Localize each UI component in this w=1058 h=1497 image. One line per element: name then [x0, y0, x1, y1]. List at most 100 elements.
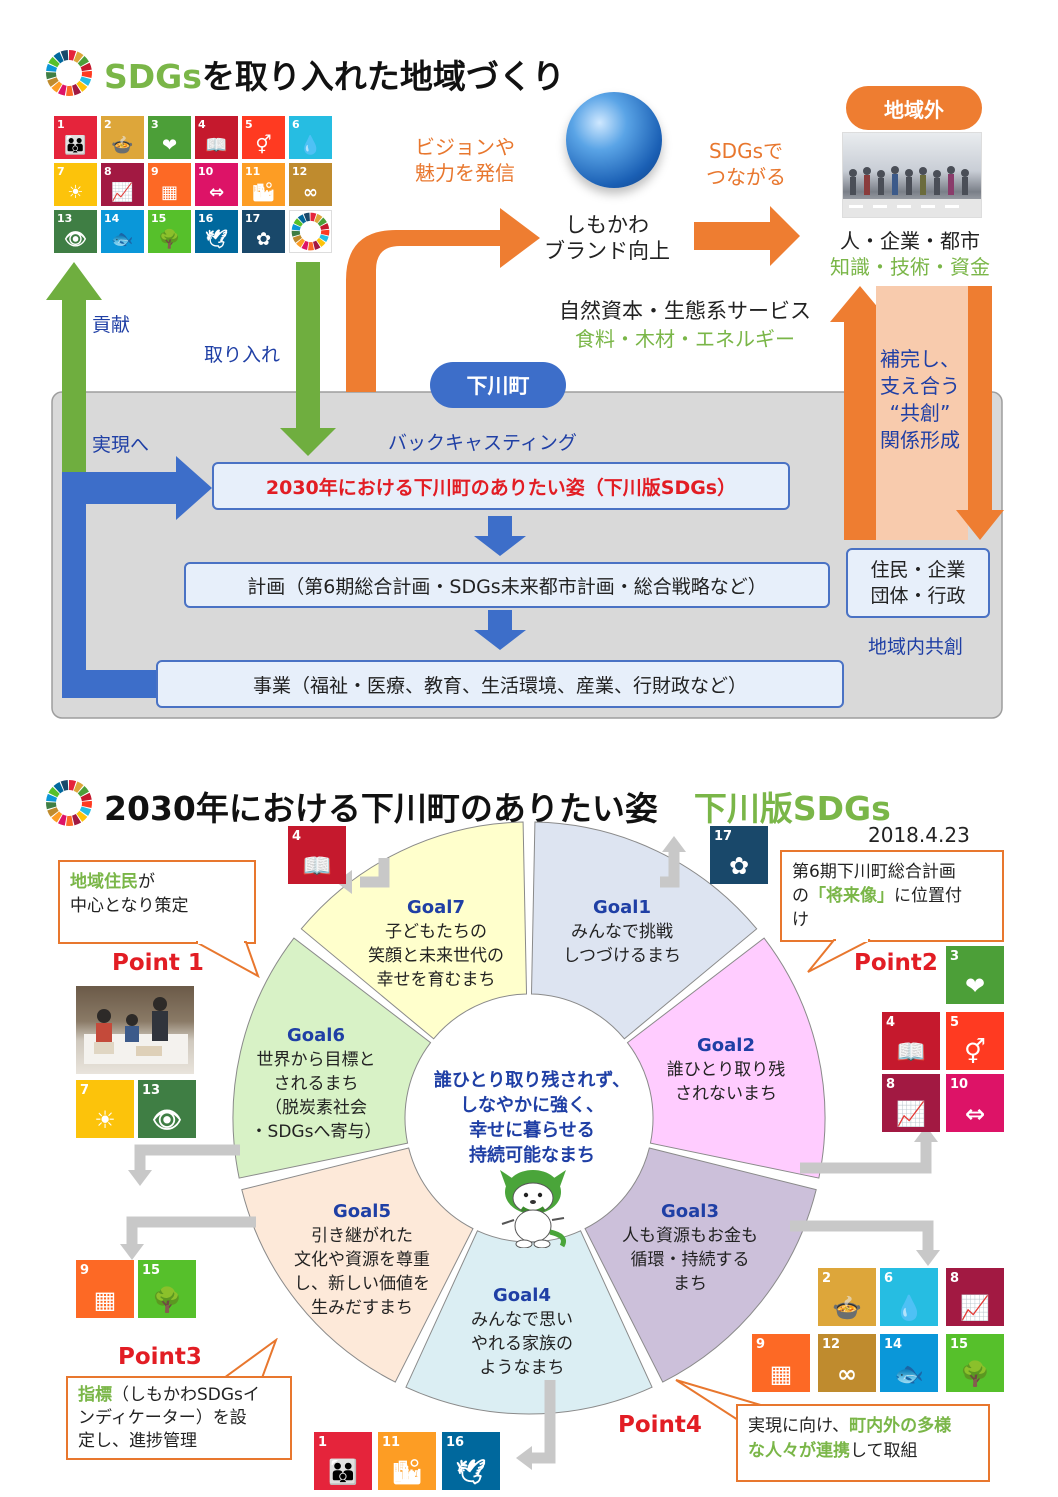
book-icon: 📖 — [205, 135, 228, 156]
sdg-number: 8 — [886, 1077, 896, 1092]
sdg-goal-4-icon: 4📖 — [288, 826, 346, 884]
goal-3-segment — [584, 1147, 817, 1383]
date-label: 2018.4.23 — [868, 823, 970, 847]
sdg-goal-4-icon: 4📖 — [882, 1012, 940, 1070]
wheel-segment — [77, 56, 89, 67]
wheel-segment — [303, 212, 310, 222]
connect-arrow — [694, 206, 800, 266]
tree-icon: 🌳 — [158, 229, 181, 250]
global-label: ビジョンや 魅力を発信 — [415, 135, 515, 185]
wheel-segment — [72, 814, 82, 826]
growth-icon: 📈 — [960, 1294, 990, 1322]
goal-2-segment — [626, 937, 826, 1179]
sdg-goal-7-icon: 7☀ — [76, 1080, 134, 1138]
center-statement: 誰ひとり取り残されず、 しなやかに強く、 幸せに暮らせる 持続可能なまち — [433, 1070, 631, 1166]
wheel-segment — [76, 810, 88, 822]
sdg-goal-5-icon: 5⚥ — [242, 116, 285, 159]
up-orange-arrow — [830, 286, 890, 540]
sdg-number: 15 — [950, 1337, 969, 1352]
goal-text: 世界から目標と されるまち （脱炭素社会 ・SDGsへ寄与） — [250, 1050, 382, 1142]
sdg-number: 16 — [198, 212, 214, 225]
gender-icon: ⚥ — [255, 135, 272, 156]
sdg-goal-17-icon: 17✿ — [242, 210, 285, 253]
sdg-goal-4-icon: 4📖 — [195, 116, 238, 159]
title-accent: 下川版SDGs — [693, 789, 891, 828]
outside-line1: 人・企業・都市 — [840, 229, 980, 253]
wheel-segment — [316, 237, 326, 247]
eye-icon: 👁 — [151, 1106, 183, 1134]
sdg-goal-9-icon: 9▦ — [76, 1260, 134, 1318]
equality-icon: ⇔ — [964, 1100, 986, 1128]
sdg-number: 17 — [245, 212, 261, 225]
wheel-segment — [47, 77, 59, 87]
local-cocreation-label: 地域内共創 — [868, 636, 964, 658]
adopt-label: 取り入れ — [204, 344, 281, 366]
outside-badge: 地域外 — [846, 86, 982, 130]
meeting-photo — [76, 986, 194, 1074]
goal-id: Goal1 — [593, 897, 651, 918]
bowl-icon: 🍲 — [111, 135, 134, 156]
crowd-photo — [842, 132, 982, 218]
backcasting-label: バックキャスティング — [388, 432, 577, 454]
cubes-icon: ▦ — [769, 1360, 793, 1388]
wheel-segment — [60, 50, 69, 61]
wheel-segment — [46, 63, 58, 72]
sdg-wheel-tile-icon — [289, 210, 332, 253]
sdg-number: 5 — [950, 1015, 960, 1030]
sdg-number: 1 — [318, 1435, 328, 1450]
wheel-segment — [320, 223, 330, 230]
sdg-goal-12-icon: 12∞ — [818, 1334, 876, 1392]
down-orange-arrow — [956, 286, 1004, 540]
wheel-segment — [80, 792, 92, 802]
goal-text: 人も資源もお金も 循環・持続する まち — [622, 1226, 758, 1294]
point1-callout: 地域住民が中心となり策定 — [58, 860, 256, 944]
wheel-segment — [48, 56, 60, 68]
natural-line1: 自然資本・生態系サービス — [559, 299, 811, 323]
wheel-segment — [297, 214, 307, 224]
wheel-segment — [313, 240, 321, 250]
sdg-goal-15-icon: 15🌳 — [148, 210, 191, 253]
realize-arrow — [62, 456, 212, 698]
sdg-goal-2-icon: 2🍲 — [101, 116, 144, 159]
wheel-segment — [296, 238, 305, 248]
wheel-segment — [73, 781, 84, 793]
connect-label: SDGsで つながる — [706, 139, 786, 189]
wheel-segment — [317, 217, 327, 227]
goal-id: Goal3 — [661, 1201, 719, 1222]
sdg-goal-3-icon: 3❤ — [148, 116, 191, 159]
sdg-number: 4 — [886, 1015, 896, 1030]
sun-icon: ☀ — [67, 182, 84, 203]
wheel-segment — [79, 806, 92, 816]
town-badge: 下川町 — [430, 362, 566, 408]
sdg-number: 4 — [198, 118, 206, 131]
tree-icon: 🌳 — [152, 1286, 182, 1314]
sdg-number: 4 — [292, 829, 302, 844]
contribute-arrow — [46, 262, 102, 472]
sdg-goal-15-icon: 15🌳 — [946, 1334, 1004, 1392]
infinity-icon: ∞ — [837, 1360, 857, 1388]
goal-text: 子どもたちの 笑顔と未来世代の 幸せを育むまち — [368, 922, 504, 990]
sdg-goal-3-icon: 3❤ — [946, 946, 1004, 1004]
book-icon: 📖 — [302, 852, 332, 880]
goal-text: みんなで思い やれる家族の ようなまち — [471, 1310, 573, 1378]
heartbeat-icon: ❤ — [964, 972, 986, 1000]
wheel-segment — [320, 229, 330, 236]
sdg-goal-13-icon: 13👁 — [138, 1080, 196, 1138]
sdg-goal-17-icon: 17✿ — [710, 826, 768, 884]
wheel-segment — [79, 76, 92, 86]
sdg-number: 12 — [292, 165, 308, 178]
sdg-number: 17 — [714, 829, 733, 844]
sun-icon: ☀ — [94, 1106, 116, 1134]
goal-id: Goal7 — [407, 897, 465, 918]
wheel-segment — [314, 213, 323, 224]
sdg-wheel-logo-icon — [46, 780, 92, 826]
wheel-segment — [46, 793, 58, 802]
equality-icon: ⇔ — [208, 182, 225, 203]
wheel-segment — [53, 52, 64, 64]
book-icon: 📖 — [896, 1038, 926, 1066]
wheel-segment — [293, 218, 303, 227]
